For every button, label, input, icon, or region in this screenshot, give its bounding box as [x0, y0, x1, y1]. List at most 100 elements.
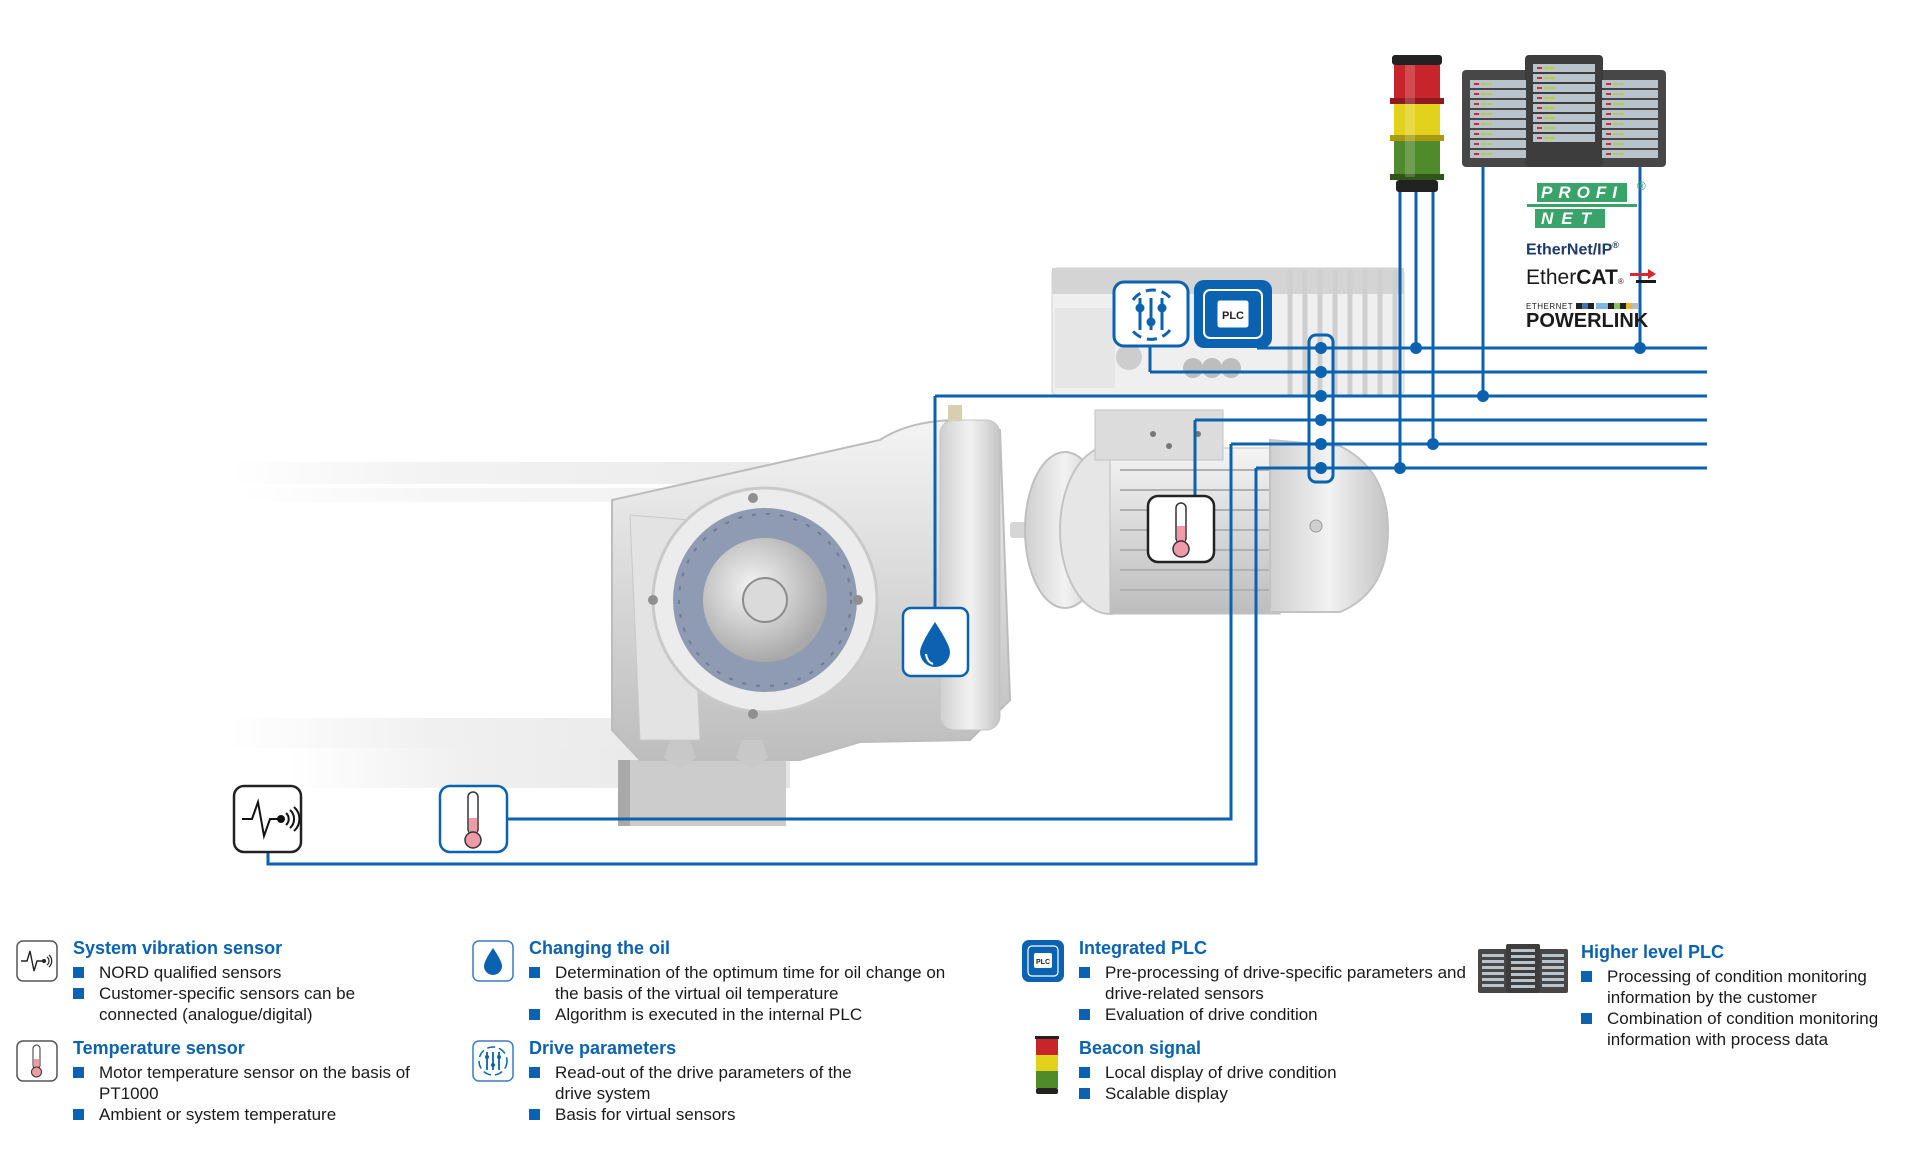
server-led [1474, 93, 1479, 95]
vibration-connection [266, 468, 1258, 866]
server-led [1544, 117, 1549, 119]
server-led [1544, 127, 1549, 129]
legend-list: Motor temperature sensor on the basis of… [73, 1062, 413, 1125]
server-slot [1602, 130, 1658, 138]
legend-bullet: Read-out of the drive parameters of the … [529, 1062, 889, 1104]
server-led [1474, 113, 1479, 115]
legend-bullet: Customer-specific sensors can be connect… [73, 983, 369, 1025]
server-slot [1533, 94, 1595, 102]
server-led [1474, 153, 1479, 155]
ethercat-arrows-icon [1629, 269, 1656, 285]
server-led [1474, 143, 1479, 145]
server-led [1481, 113, 1486, 115]
server-led [1613, 153, 1618, 155]
server-led [1613, 103, 1618, 105]
legend-bullet: Motor temperature sensor on the basis of… [73, 1062, 413, 1104]
oil-change-box[interactable] [901, 606, 970, 678]
junction-dot [1477, 390, 1489, 402]
server-rack-icon [1478, 944, 1568, 993]
server-slot [1602, 90, 1658, 98]
server-led [1606, 93, 1611, 95]
server-led [1606, 143, 1611, 145]
oil-drop-icon [920, 622, 950, 667]
gearbox [611, 405, 1012, 768]
junction-dot [1315, 438, 1327, 450]
legend-title: Beacon signal [1079, 1038, 1202, 1058]
plc-chip-label: PLC [1222, 310, 1244, 322]
junction-dot [1315, 414, 1327, 426]
vibration-sensor-box[interactable] [232, 784, 303, 854]
server-led [1544, 137, 1549, 139]
server-led [1474, 123, 1479, 125]
server-led [1481, 153, 1486, 155]
plc-chip-icon: PLC [1022, 940, 1064, 982]
junction-dot [1634, 342, 1646, 354]
oil-drop-icon [472, 940, 514, 982]
legend-bullet: Pre-processing of drive-specific paramet… [1079, 962, 1479, 1004]
signal-tower-icon [1035, 1036, 1059, 1094]
server-led [1487, 133, 1492, 135]
server-led [1537, 87, 1542, 89]
legend-title: Temperature sensor [73, 1038, 245, 1058]
integrated-plc-box[interactable]: PLC [1194, 280, 1272, 348]
powerlink-small: ETHERNET [1526, 302, 1573, 311]
junction-box [1307, 333, 1335, 484]
legend-list: Processing of condition monitoring infor… [1581, 966, 1901, 1050]
server-slot [1533, 134, 1595, 142]
server-slot [1470, 100, 1526, 108]
legend-bullet: Algorithm is executed in the internal PL… [529, 1004, 969, 1025]
signal-tower-icon[interactable] [1390, 55, 1444, 192]
plc-chip-icon: PLC [1216, 299, 1250, 329]
server-led [1606, 83, 1611, 85]
junction-dot [1315, 462, 1327, 474]
server-led [1606, 103, 1611, 105]
vibration-sensor-icon [16, 940, 58, 982]
server-led [1619, 93, 1624, 95]
server-slot [1533, 84, 1595, 92]
server-led [1487, 153, 1492, 155]
server-led [1544, 77, 1549, 79]
server-led [1481, 123, 1486, 125]
server-led [1550, 107, 1555, 109]
ethercat-logo: EtherCAT® [1526, 266, 1656, 290]
legend-list: NORD qualified sensors Customer-specific… [73, 962, 413, 1025]
server-led [1613, 113, 1618, 115]
server-led [1487, 143, 1492, 145]
server-rack-icon[interactable] [1462, 55, 1666, 167]
server-led [1550, 67, 1555, 69]
server-led [1619, 153, 1624, 155]
temperature-sensor-box[interactable] [438, 784, 509, 854]
server-slot [1470, 120, 1526, 128]
legend-title: Changing the oil [529, 938, 670, 958]
server-slot [1470, 150, 1526, 158]
legend-bullet: Evaluation of drive condition [1079, 1004, 1479, 1025]
junction-dot [1315, 366, 1327, 378]
server-slot [1470, 110, 1526, 118]
legend-bullet: Determination of the optimum time for oi… [529, 962, 969, 1004]
svg-text:PLC: PLC [1036, 959, 1050, 966]
profinet-bottom: NET [1535, 209, 1605, 228]
server-led [1544, 97, 1549, 99]
ethernetip-logo: EtherNet/IP® [1526, 240, 1619, 259]
server-led [1481, 83, 1486, 85]
junction-dot [1427, 438, 1439, 450]
ext-temp-connection [507, 444, 1233, 821]
vibration-sensor-icon [242, 798, 301, 840]
server-slot [1470, 140, 1526, 148]
motor-temperature-box[interactable] [1146, 494, 1216, 564]
legend-bullet: Ambient or system temperature [73, 1104, 413, 1125]
legend-bullet: Combination of condition monitoring info… [1581, 1008, 1901, 1050]
junction-dot [1410, 342, 1422, 354]
legend: System vibration sensor NORD qualified s… [0, 930, 1920, 1152]
thermometer-icon [1172, 502, 1190, 558]
server-led [1544, 87, 1549, 89]
server-led [1487, 93, 1492, 95]
server-led [1619, 103, 1624, 105]
server-slot [1470, 130, 1526, 138]
legend-bullet: NORD qualified sensors [73, 962, 413, 983]
server-led [1481, 133, 1486, 135]
drive-parameters-box[interactable] [1112, 280, 1190, 348]
legend-bullet: Processing of condition monitoring infor… [1581, 966, 1901, 1008]
thermometer-icon [16, 1040, 58, 1082]
condition-monitoring-diagram: PLC [230, 55, 1707, 866]
